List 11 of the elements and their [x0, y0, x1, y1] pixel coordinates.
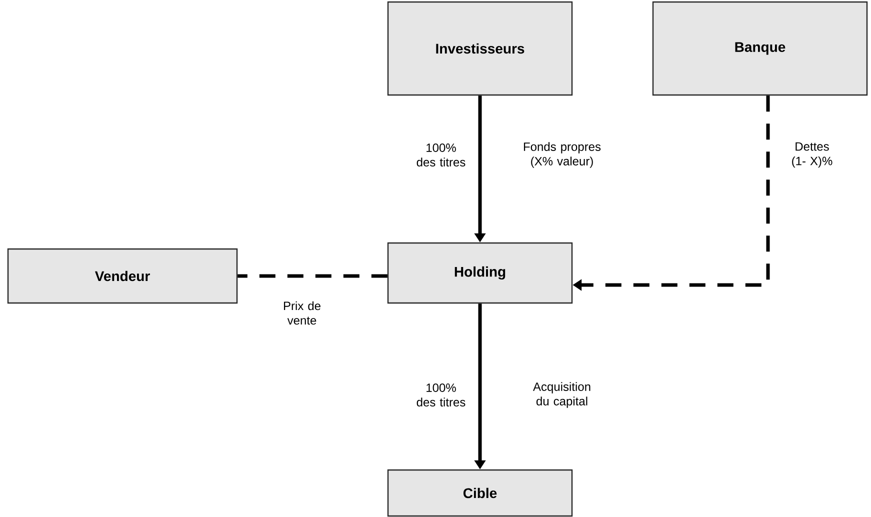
flow-label: 100% des titres — [416, 384, 466, 406]
edge-label: Dettes (1- X)% — [792, 142, 832, 168]
edge-label: Fonds propres (X% valeur) — [524, 142, 601, 168]
entity-box: Holding — [387, 242, 573, 304]
entity-box: Cible — [387, 469, 573, 517]
edge-label: Prix de vente — [284, 301, 320, 325]
flow-label: 100% des titres — [416, 144, 466, 166]
edge-label: Acquisition du capital — [533, 382, 590, 408]
entity-box: Investisseurs — [387, 1, 573, 96]
entity-box: Vendeur — [7, 248, 238, 304]
entity-box: Banque — [652, 1, 868, 96]
